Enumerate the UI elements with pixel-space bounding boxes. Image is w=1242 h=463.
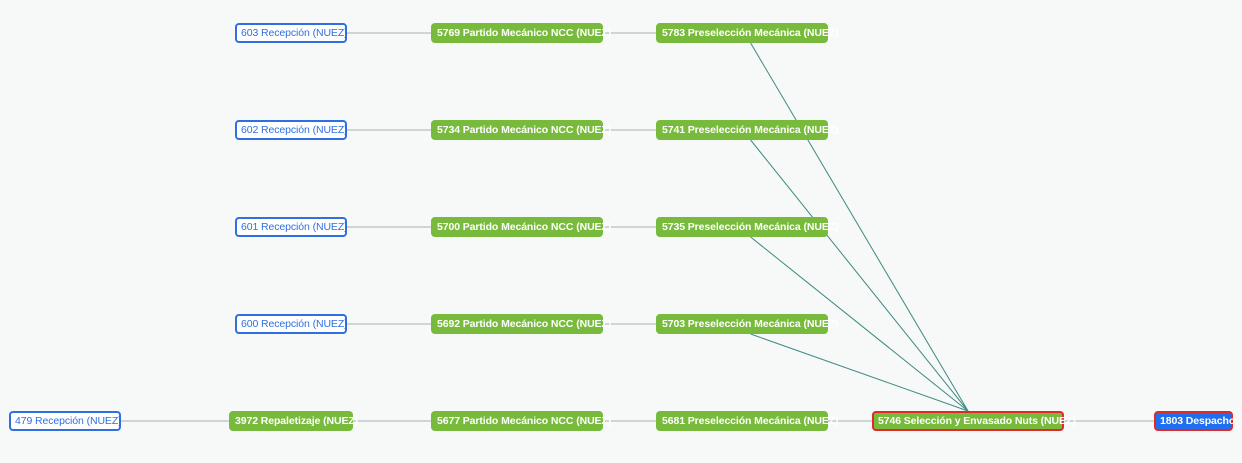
node-preseleccion-5741[interactable]: 5741 Preselección Mecánica (NUEZ) — [656, 120, 839, 140]
node-partido-5734[interactable]: 5734 Partido Mecánico NCC (NUEZ) — [431, 120, 611, 140]
node-preseleccion-5703[interactable]: 5703 Preselección Mecánica (NUEZ) — [656, 314, 839, 334]
node-repaletizaje-3972[interactable]: 3972 Repaletizaje (NUEZ) — [229, 411, 358, 431]
node-reception-602[interactable]: 602 Recepción (NUEZ) — [235, 120, 348, 140]
node-preseleccion-5783[interactable]: 5783 Preselección Mecánica (NUEZ) — [656, 23, 839, 43]
node-preseleccion-5735[interactable]: 5735 Preselección Mecánica (NUEZ) — [656, 217, 839, 237]
node-partido-5700[interactable]: 5700 Partido Mecánico NCC (NUEZ) — [431, 217, 611, 237]
edge-s5735-e5746 — [750, 236, 969, 412]
node-partido-5692[interactable]: 5692 Partido Mecánico NCC (NUEZ) — [431, 314, 611, 334]
node-seleccion-envasado-5746[interactable]: 5746 Selección y Envasado Nuts (NUEZ) — [872, 411, 1076, 431]
node-despacho-1803[interactable]: 1803 Despacho — [1154, 411, 1235, 431]
node-reception-479[interactable]: 479 Recepción (NUEZ) — [9, 411, 122, 431]
node-preseleccion-5681[interactable]: 5681 Preselección Mecánica (NUEZ) — [656, 411, 839, 431]
node-reception-601[interactable]: 601 Recepción (NUEZ) — [235, 217, 348, 237]
edge-s5741-e5746 — [750, 139, 969, 412]
node-reception-600[interactable]: 600 Recepción (NUEZ) — [235, 314, 348, 334]
edge-s5703-e5746 — [750, 333, 969, 412]
node-partido-5769[interactable]: 5769 Partido Mecánico NCC (NUEZ) — [431, 23, 611, 43]
edge-s5783-e5746 — [750, 42, 969, 412]
node-partido-5677[interactable]: 5677 Partido Mecánico NCC (NUEZ) — [431, 411, 611, 431]
node-reception-603[interactable]: 603 Recepción (NUEZ) — [235, 23, 348, 43]
